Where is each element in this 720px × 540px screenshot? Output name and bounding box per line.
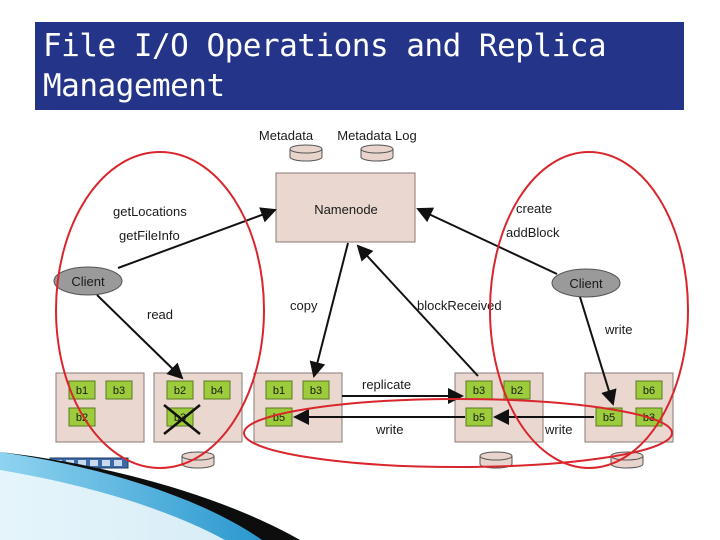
metadata-log-disk <box>360 144 394 162</box>
write-client-arrow <box>579 296 617 406</box>
metadata-disk <box>289 144 323 162</box>
get-locations-label: getLocations <box>113 204 187 219</box>
client-right: Client <box>551 268 621 298</box>
copy-arrow <box>309 242 349 378</box>
block-cell <box>465 407 493 427</box>
datanode-3: b1 b3 b5 <box>253 372 343 443</box>
block-label: b5 <box>603 412 615 424</box>
block-label: b5 <box>473 412 485 424</box>
pipeline-ring <box>243 398 673 468</box>
datanode-1: b1 b3 b2 <box>55 372 145 443</box>
block-label: b6 <box>643 385 655 397</box>
create-label: create <box>516 201 552 216</box>
write-ring <box>489 151 689 469</box>
get-locations-arrow <box>117 207 277 269</box>
decorative-swoosh <box>0 452 300 540</box>
copy-label: copy <box>290 298 318 313</box>
block-cell <box>68 380 96 400</box>
block-cell <box>203 380 231 400</box>
block-label: b1 <box>76 385 88 397</box>
block-cell <box>68 407 96 427</box>
block-label: b2 <box>174 385 186 397</box>
add-block-label: addBlock <box>506 225 560 240</box>
get-file-info-label: getFileInfo <box>119 228 180 243</box>
metadata-log-label: Metadata Log <box>337 128 417 143</box>
block-label: b3 <box>113 385 125 397</box>
read-arrow <box>96 294 184 380</box>
block-cell <box>166 380 194 400</box>
datanode-2: b2 b4 b3 <box>153 372 243 443</box>
create-arrow <box>416 207 558 275</box>
block-received-label: blockReceived <box>417 298 502 313</box>
read-ring <box>55 151 265 469</box>
slide-title-line-2: Management <box>43 68 225 104</box>
metadata-label: Metadata <box>259 128 314 143</box>
block-cell <box>265 380 293 400</box>
write-pipeline-label-1: write <box>375 422 403 437</box>
datanode-disk <box>479 451 513 469</box>
read-label: read <box>147 307 173 322</box>
namenode-box <box>275 172 416 243</box>
slide-title-line-1: File I/O Operations and Replica <box>43 28 607 64</box>
block-label: b4 <box>211 385 223 397</box>
write-pipeline-label-2: write <box>544 422 572 437</box>
cross-mark-icon <box>163 404 201 435</box>
block-label: b3 <box>473 385 485 397</box>
block-label: b1 <box>273 385 285 397</box>
write-label: write <box>604 322 632 337</box>
title-bar: File I/O Operations and Replica Manageme… <box>35 22 684 110</box>
block-cell <box>105 380 133 400</box>
datanode-4: b3 b2 b5 <box>454 372 544 443</box>
datanode-disk <box>181 451 215 469</box>
block-label: b3 <box>310 385 322 397</box>
client-left: Client <box>53 266 123 296</box>
namenode-label: Namenode <box>314 202 378 217</box>
block-label: b2 <box>511 385 523 397</box>
block-received-arrow <box>356 244 479 377</box>
replicate-label: replicate <box>362 377 411 392</box>
block-cell <box>302 380 330 400</box>
client-right-label: Client <box>569 276 603 291</box>
block-cell <box>635 380 663 400</box>
client-left-label: Client <box>71 274 105 289</box>
